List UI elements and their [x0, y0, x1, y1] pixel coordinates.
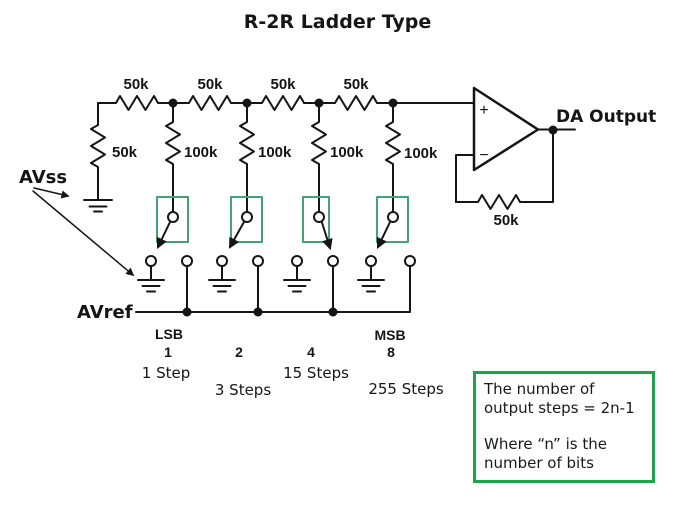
ground-symbol — [83, 199, 113, 213]
note-line-3: Where “n” is the — [484, 435, 607, 453]
feedback-resistor-wire — [455, 129, 554, 210]
shunt-resistor-wire-3 — [311, 102, 327, 213]
feedback-resistor-label: 50k — [493, 212, 519, 229]
note-gap — [484, 417, 646, 435]
top-rail-wire — [97, 95, 475, 111]
avref-label: AVref — [77, 302, 133, 323]
bit3-weight: 4 — [307, 344, 315, 360]
shunt-resistor-label-3: 100k — [330, 144, 364, 161]
note-line-4: number of bits — [484, 453, 594, 472]
bit2-switch-lever — [228, 220, 246, 249]
series-resistor-label-3: 50k — [270, 76, 296, 93]
shunt-resistor-label-4: 100k — [404, 145, 438, 162]
bit4-switch-box — [376, 196, 409, 243]
bit2-ground-terminal — [216, 255, 228, 267]
shunt-resistor-labels: 100k 100k 100k 100k — [184, 144, 438, 162]
series-resistor-label-1: 50k — [123, 76, 149, 93]
terminator-resistor — [83, 102, 113, 213]
bit2-switch-box — [230, 196, 263, 243]
switch-boxes — [156, 196, 409, 243]
page-title: R-2R Ladder Type — [243, 11, 432, 33]
bus-dot — [253, 307, 263, 317]
bus-dot — [328, 307, 338, 317]
bit4-switch-lever — [376, 220, 392, 249]
avss-label: AVss — [19, 167, 67, 188]
bit1-avref-terminal — [181, 255, 193, 267]
bit1-switch-box — [156, 196, 189, 243]
terminator-wire — [90, 102, 106, 201]
bit4-ground — [357, 265, 385, 293]
bit4-ground-terminal — [365, 255, 377, 267]
bit1-weight: 1 — [164, 344, 172, 360]
bit1-steps: 1 Step — [142, 364, 190, 382]
terminator-resistor-label: 50k — [112, 144, 138, 161]
bus-junction-dots — [182, 307, 338, 317]
switch-levers — [156, 220, 392, 251]
avss-arrows — [32, 187, 135, 277]
step-labels: 1 Step 3 Steps 15 Steps 255 Steps — [142, 364, 444, 399]
bit3-pivot-contact — [313, 211, 325, 223]
bit4-steps: 255 Steps — [368, 380, 444, 398]
avss-arrow-to-switch-ground — [32, 190, 135, 277]
msb-label: MSB — [374, 327, 405, 343]
avss-arrow-to-terminator-ground — [33, 187, 70, 199]
bit1-pivot-contact — [167, 211, 179, 223]
series-resistor-labels: 50k 50k 50k 50k — [123, 76, 369, 93]
note-box: The number of output steps = 2n-1 Where … — [473, 371, 655, 483]
avref-bus — [135, 265, 411, 313]
avref-bus-wire — [135, 265, 411, 313]
bit3-switch-lever — [320, 220, 333, 251]
shunt-resistor-label-1: 100k — [184, 144, 218, 161]
opamp-minus-input: − — [479, 147, 488, 164]
shunt-resistor-wire-1 — [165, 102, 181, 213]
ladder-top-rail — [97, 95, 475, 111]
series-resistor-label-2: 50k — [197, 76, 223, 93]
shunt-resistor-wire-4 — [385, 102, 401, 213]
note-line-1: The number of — [484, 380, 595, 398]
bit4-pivot-contact — [387, 211, 399, 223]
series-resistor-label-4: 50k — [343, 76, 369, 93]
bit3-avref-terminal — [327, 255, 339, 267]
lsb-label: LSB — [155, 326, 183, 342]
opamp — [455, 86, 576, 210]
bit4-avref-terminal — [404, 255, 416, 267]
da-output-label: DA Output — [556, 107, 656, 127]
bit2-weight: 2 — [235, 344, 243, 360]
bit2-ground — [208, 265, 236, 293]
bit1-switch-lever — [156, 220, 172, 249]
opamp-minus-stub — [455, 154, 475, 203]
bit3-ground — [283, 265, 311, 293]
opamp-plus-input: + — [479, 102, 488, 119]
terminal-circles — [145, 255, 416, 267]
bit1-ground — [137, 265, 165, 293]
ground-terminals — [137, 265, 385, 293]
bit-labels: LSB MSB 1 2 4 8 — [155, 326, 406, 360]
bit3-ground-terminal — [291, 255, 303, 267]
note-line-2: output steps = 2n-1 — [484, 398, 635, 417]
bit2-steps: 3 Steps — [215, 381, 271, 399]
bit2-avref-terminal — [252, 255, 264, 267]
bit2-pivot-contact — [241, 211, 253, 223]
bit1-ground-terminal — [145, 255, 157, 267]
bit4-weight: 8 — [387, 344, 395, 360]
output-junction-dot — [548, 125, 558, 135]
shunt-resistors — [165, 102, 401, 213]
shunt-resistor-label-2: 100k — [258, 144, 292, 161]
switch-pivot-contacts — [167, 211, 399, 223]
opamp-triangle — [472, 86, 540, 172]
bus-dot — [182, 307, 192, 317]
bit3-switch-box — [302, 196, 330, 243]
bit3-steps: 15 Steps — [283, 364, 349, 382]
shunt-resistor-wire-2 — [239, 102, 255, 213]
